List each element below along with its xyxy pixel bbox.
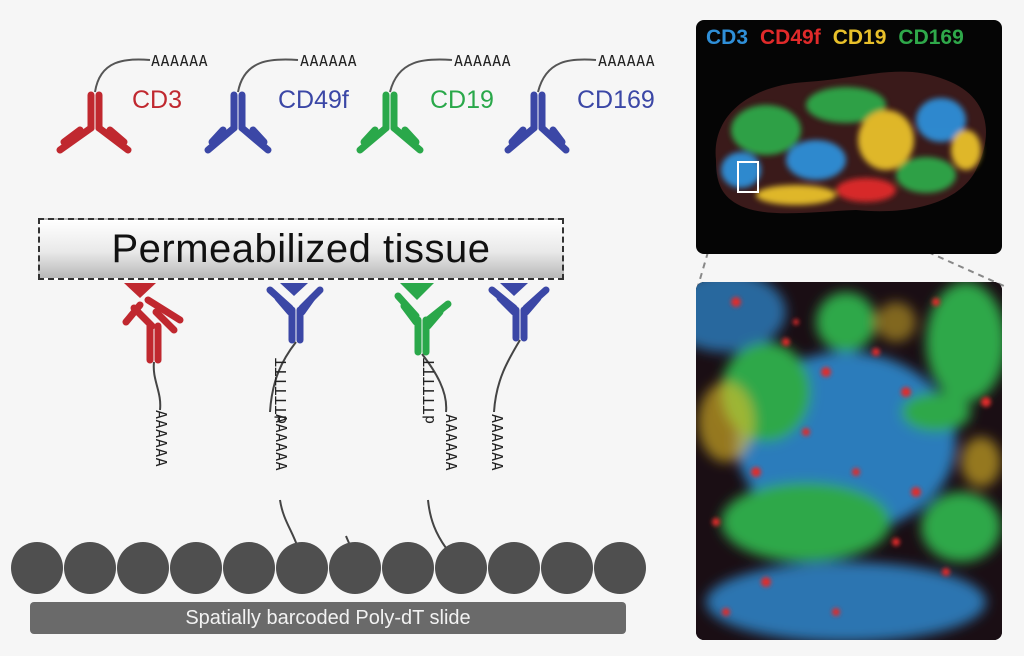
barcoded-bead	[541, 542, 593, 594]
barcoded-bead	[329, 542, 381, 594]
barcoded-bead-row	[11, 542, 646, 594]
poly-dt-capture-cd19: dTTTTTT	[420, 357, 438, 424]
oligo-polya-cd169: AAAAAA	[488, 414, 506, 471]
oligo-polya-cd49f: AAAAAA	[272, 414, 290, 471]
free-antibody-cd49f: AAAAAA CD49f	[204, 52, 357, 154]
capture-tether	[279, 499, 299, 549]
antigen-cd3	[124, 283, 156, 298]
slide-label: Spatially barcoded Poly-dT slide	[185, 606, 471, 629]
antibody-label-cd169: CD169	[577, 86, 655, 114]
legend-item-cd169: CD169	[898, 26, 964, 49]
bound-antibody-cd19	[394, 292, 452, 413]
antigen-cd49f	[280, 283, 308, 296]
capture-tether	[427, 499, 447, 549]
poly-dt-slide: Spatially barcoded Poly-dT slide	[30, 602, 626, 634]
free-antibody-cd169: AAAAAA CD169	[504, 52, 655, 154]
tissue-overview-art	[715, 71, 986, 214]
barcoded-bead	[276, 542, 328, 594]
tissue-overview-image: CD3 CD49f CD19 CD169	[696, 20, 1002, 254]
antigen-cd19	[400, 283, 434, 300]
tissue-zoom-art	[696, 282, 1002, 640]
barcoded-bead	[170, 542, 222, 594]
oligo-polya-tag: AAAAAA	[454, 52, 511, 70]
barcoded-bead	[117, 542, 169, 594]
antigen-cd169	[500, 283, 528, 296]
barcoded-bead	[223, 542, 275, 594]
oligo-polya-cd19: AAAAAA	[442, 414, 460, 471]
antibody-label-cd49f: CD49f	[278, 86, 349, 114]
tissue-zoom-image	[696, 282, 1002, 640]
zoom-connector	[697, 251, 1005, 287]
legend-item-cd3: CD3	[706, 26, 749, 49]
barcoded-bead	[382, 542, 434, 594]
tissue-label: Permeabilized tissue	[111, 226, 491, 271]
bound-antibody-cd49f	[266, 286, 324, 413]
legend-item-cd49f: CD49f	[760, 26, 821, 49]
barcoded-bead	[435, 542, 487, 594]
oligo-polya-tag: AAAAAA	[151, 52, 208, 70]
free-antibody-cd3: AAAAAA CD3	[56, 52, 208, 154]
antibody-label-cd3: CD3	[132, 86, 182, 114]
channel-legend: CD3 CD49f CD19 CD169	[706, 26, 964, 50]
barcoded-bead	[488, 542, 540, 594]
oligo-polya-tag: AAAAAA	[598, 52, 655, 70]
bound-antibody-cd3	[122, 296, 184, 411]
permeabilized-tissue-box: Permeabilized tissue	[38, 218, 564, 280]
legend-item-cd19: CD19	[832, 26, 887, 49]
antibody-label-cd19: CD19	[430, 86, 494, 114]
bound-antibody-cd169	[488, 286, 550, 413]
assay-diagram: AAAAAA CD3 AAAAAA CD49f AAAAAA CD19 AAAA…	[11, 52, 655, 594]
barcoded-bead	[594, 542, 646, 594]
barcoded-bead	[64, 542, 116, 594]
zoom-region-box	[737, 161, 759, 193]
poly-dt-capture-cd49f: dTTTTTT	[272, 357, 290, 424]
barcoded-bead	[11, 542, 63, 594]
free-antibody-cd19: AAAAAA CD19	[356, 52, 511, 154]
oligo-polya-cd3: AAAAAA	[152, 410, 170, 467]
oligo-polya-tag: AAAAAA	[300, 52, 357, 70]
